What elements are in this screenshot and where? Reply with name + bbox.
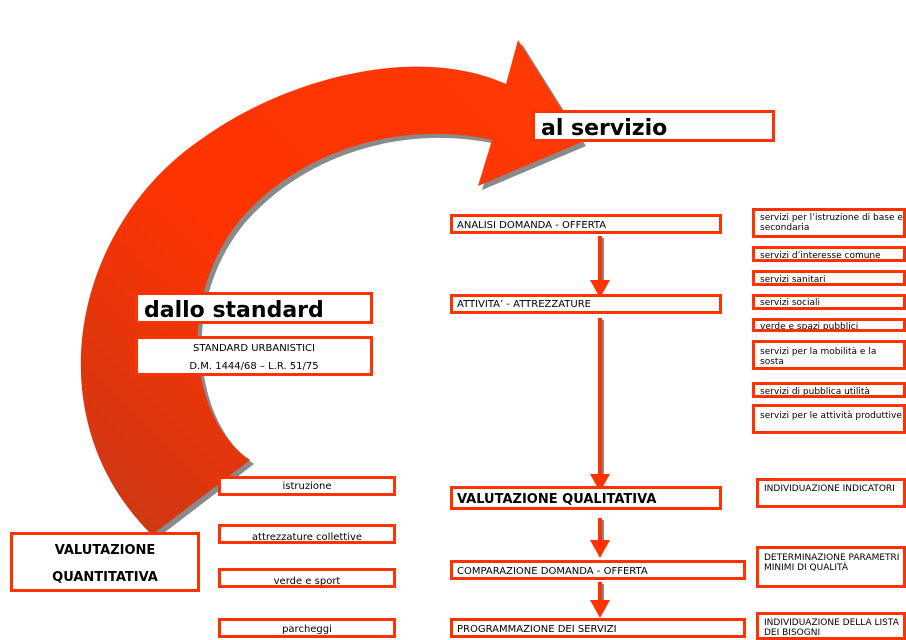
process-comparison-box: COMPARAZIONE DOMANDA - OFFERTA [450,560,746,580]
service-item-5: verde e spazi pubblici [752,318,906,332]
output-indicators-box: INDIVIDUAZIONE INDICATORI [756,478,906,508]
to-service-heading: al servizio [541,116,668,141]
output-needs-box: INDIVIDUAZIONE DELLA LISTA DEI BISOGNI [756,612,906,640]
process-analysis-label: ANALISI DOMANDA - OFFERTA [457,220,607,231]
quant-item-label: attrezzature collettive [251,532,363,543]
quant-item-label: verde e sport [273,576,341,587]
from-standard-heading: dallo standard [144,298,324,323]
process-qualitative-label: VALUTAZIONE QUALITATIVA [457,492,657,507]
to-service-heading-box: al servizio [532,110,775,142]
service-item-6: servizi per la mobilità e la sosta [752,340,906,370]
connector-arrow-3 [590,518,610,558]
standards-line-1: STANDARD URBANISTICI [193,343,315,354]
service-item-3: servizi sanitari [752,270,906,286]
output-parameters-label: DETERMINAZIONE PARAMETRI MINIMI DI QUALI… [764,553,900,573]
process-analysis-box: ANALISI DOMANDA - OFFERTA [450,214,722,234]
quant-item-attrezzature: attrezzature collettive [218,524,396,544]
process-activities-label: ATTIVITA’ - ATTREZZATURE [457,299,591,310]
service-label: servizi sociali [760,298,820,308]
service-label: servizi per le attività produttive [760,411,902,421]
service-label: servizi di pubblica utilità [760,387,870,397]
service-item-7: servizi di pubblica utilità [752,382,906,398]
service-label: servizi sanitari [760,275,826,285]
service-item-8: servizi per le attività produttive [752,404,906,434]
quant-item-verde: verde e sport [218,568,396,588]
service-label: verde e spazi pubblici [760,322,859,332]
process-programming-box: PROGRAMMAZIONE DEI SERVIZI [450,618,746,638]
connector-arrow-2 [590,318,610,492]
output-indicators-label: INDIVIDUAZIONE INDICATORI [764,484,895,494]
curved-arrow [80,40,583,535]
service-item-1: servizi per l’istruzione di base e secon… [752,208,906,238]
service-label: servizi per l’istruzione di base e secon… [760,213,903,233]
service-label: servizi d’interesse comune [760,251,881,261]
output-parameters-box: DETERMINAZIONE PARAMETRI MINIMI DI QUALI… [756,546,906,588]
process-comparison-label: COMPARAZIONE DOMANDA - OFFERTA [457,566,648,577]
connector-arrow-1 [590,236,610,298]
service-label: servizi per la mobilità e la sosta [760,347,877,367]
standards-line-2: D.M. 1444/68 – L.R. 51/75 [189,361,319,372]
quantitative-line-2: QUANTITATIVA [52,570,158,585]
from-standard-heading-box: dallo standard [135,292,373,324]
output-needs-label: INDIVIDUAZIONE DELLA LISTA DEI BISOGNI [764,618,899,638]
quant-item-parcheggi: parcheggi [218,618,396,638]
service-item-4: servizi sociali [752,294,906,310]
quant-item-label: istruzione [282,481,332,492]
process-programming-label: PROGRAMMAZIONE DEI SERVIZI [457,624,617,635]
connector-arrow-4 [590,582,610,618]
quantitative-line-1: VALUTAZIONE [54,543,156,558]
quant-item-label: parcheggi [282,624,332,635]
quantitative-box: VALUTAZIONE QUANTITATIVA [10,532,200,592]
standards-box: STANDARD URBANISTICI D.M. 1444/68 – L.R.… [135,336,373,376]
process-qualitative-box: VALUTAZIONE QUALITATIVA [450,486,722,510]
service-item-2: servizi d’interesse comune [752,246,906,262]
process-activities-box: ATTIVITA’ - ATTREZZATURE [450,294,722,314]
quant-item-istruzione: istruzione [218,476,396,496]
